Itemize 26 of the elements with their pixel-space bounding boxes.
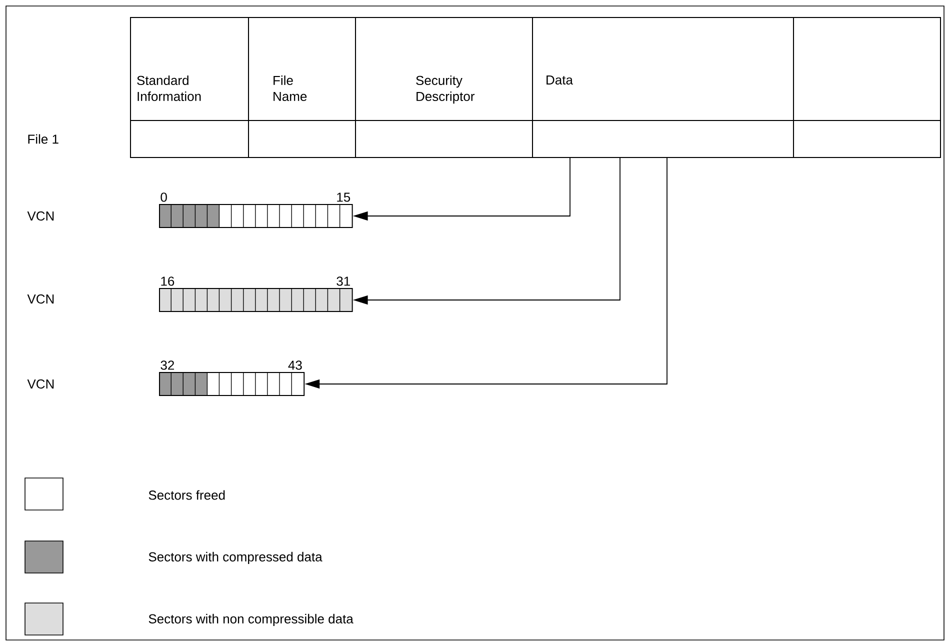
vcn-number: 15 — [337, 192, 350, 202]
legend-label: Sectors freed — [148, 490, 225, 500]
table-cell — [355, 120, 533, 158]
table-header-cell: Standard Information — [130, 17, 249, 121]
legend-label: Sectors with non compressible data — [148, 614, 354, 626]
row-label: VCN — [27, 211, 54, 221]
sector-strip — [159, 372, 305, 396]
vcn-number: 16 — [161, 276, 174, 286]
table-cell — [130, 120, 249, 158]
table-cell — [793, 120, 941, 158]
table-header-cell: Data — [532, 17, 794, 121]
sector-strip — [159, 288, 353, 312]
sector-strip — [159, 204, 353, 228]
table-cell — [532, 120, 794, 158]
table-cell — [793, 17, 941, 121]
row-label: VCN — [27, 294, 54, 304]
table-header-cell: File Name — [248, 17, 356, 121]
legend-label: Sectors with compressed data — [148, 552, 322, 564]
row-label: File 1 — [28, 134, 58, 144]
vcn-number: 31 — [336, 276, 350, 286]
table-cell — [248, 120, 356, 158]
vcn-number: 43 — [288, 360, 302, 370]
vcn-number: 0 — [160, 192, 167, 202]
vcn-number: 32 — [160, 360, 174, 370]
row-label: VCN — [27, 379, 54, 389]
table-header-cell: Security Descriptor — [355, 17, 533, 121]
